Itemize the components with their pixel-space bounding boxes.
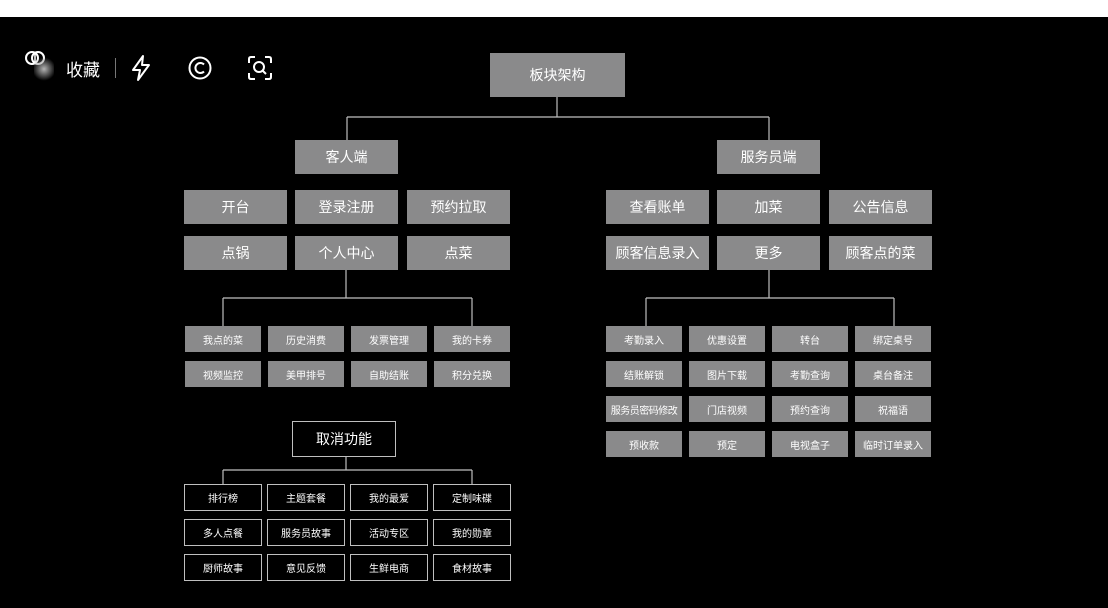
cancelled-item: 定制味碟 [433, 484, 511, 511]
customer-main-node: 点锅 [184, 236, 287, 270]
lightning-icon [132, 55, 150, 81]
waiter-main-node: 更多 [717, 236, 820, 270]
personal-center-item: 视频监控 [185, 361, 261, 387]
lightning-button[interactable] [129, 48, 153, 88]
cancelled-features-node: 取消功能 [292, 421, 396, 457]
more-item: 考勤录入 [606, 326, 682, 352]
cancelled-item: 意见反馈 [267, 554, 345, 581]
more-item: 电视盒子 [772, 431, 848, 457]
more-item: 结账解锁 [606, 361, 682, 387]
top-white-bar [0, 0, 1108, 17]
more-item: 临时订单录入 [855, 431, 931, 457]
more-item: 绑定桌号 [855, 326, 931, 352]
scan-button[interactable] [246, 48, 274, 88]
waiter-main-node: 顾客点的菜 [829, 236, 932, 270]
toolbar-divider [115, 58, 116, 78]
cancelled-item: 生鲜电商 [350, 554, 428, 581]
more-item: 考勤查询 [772, 361, 848, 387]
cancelled-item: 多人点餐 [184, 519, 262, 546]
cancelled-item: 我的最爱 [350, 484, 428, 511]
personal-center-item: 自助结账 [351, 361, 427, 387]
scan-icon [248, 56, 272, 80]
copyright-icon [188, 56, 212, 80]
waiter-main-node: 加菜 [717, 190, 820, 224]
personal-center-item: 我点的菜 [185, 326, 261, 352]
customer-main-node: 登录注册 [295, 190, 398, 224]
more-item: 转台 [772, 326, 848, 352]
more-item: 桌台备注 [855, 361, 931, 387]
cancelled-item: 服务员故事 [267, 519, 345, 546]
more-item: 优惠设置 [689, 326, 765, 352]
waiter-main-node: 公告信息 [829, 190, 932, 224]
copyright-button[interactable] [187, 48, 213, 88]
more-item: 服务员密码修改 [606, 396, 682, 422]
customer-side-node: 客人端 [295, 140, 398, 174]
cancelled-item: 厨师故事 [184, 554, 262, 581]
root-node: 板块架构 [490, 53, 625, 97]
personal-center-item: 发票管理 [351, 326, 427, 352]
customer-main-node: 预约拉取 [407, 190, 510, 224]
more-item: 图片下载 [689, 361, 765, 387]
more-item: 门店视频 [689, 396, 765, 422]
customer-main-node: 点菜 [407, 236, 510, 270]
personal-center-item: 历史消费 [268, 326, 344, 352]
more-item: 预收款 [606, 431, 682, 457]
personal-center-item: 我的卡券 [434, 326, 510, 352]
more-item: 预定 [689, 431, 765, 457]
cancelled-item: 活动专区 [350, 519, 428, 546]
customer-main-node: 个人中心 [295, 236, 398, 270]
waiter-main-node: 顾客信息录入 [606, 236, 709, 270]
cancelled-item: 排行榜 [184, 484, 262, 511]
personal-center-item: 美甲排号 [268, 361, 344, 387]
waiter-main-node: 查看账单 [606, 190, 709, 224]
more-item: 祝福语 [855, 396, 931, 422]
favorites-label: 收藏 [66, 60, 100, 81]
waiter-side-node: 服务员端 [717, 140, 820, 174]
personal-center-item: 积分兑换 [434, 361, 510, 387]
cancelled-item: 主题套餐 [267, 484, 345, 511]
cancelled-item: 我的勋章 [433, 519, 511, 546]
favorites-button[interactable]: 收藏 [24, 48, 114, 88]
more-item: 预约查询 [772, 396, 848, 422]
cancelled-item: 食材故事 [433, 554, 511, 581]
customer-main-node: 开台 [184, 190, 287, 224]
blurred-region [34, 57, 54, 81]
